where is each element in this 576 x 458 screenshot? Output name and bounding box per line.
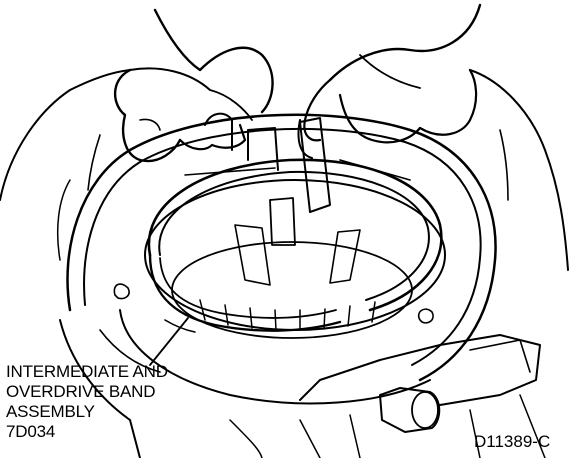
- callout-line-2: OVERDRIVE BAND: [6, 382, 156, 401]
- right-hand-icon: [297, 3, 569, 271]
- band-callout-label: INTERMEDIATE AND OVERDRIVE BAND ASSEMBLY…: [6, 362, 168, 442]
- band-assembly-icon: [147, 117, 443, 333]
- callout-line-3: ASSEMBLY: [6, 402, 95, 421]
- callout-line-1: INTERMEDIATE AND: [6, 362, 168, 381]
- callout-leader-line: [149, 317, 189, 366]
- figure-id: D11389-C: [474, 432, 551, 451]
- part-number: 7D034: [6, 422, 56, 441]
- left-hand-icon: [0, 8, 274, 261]
